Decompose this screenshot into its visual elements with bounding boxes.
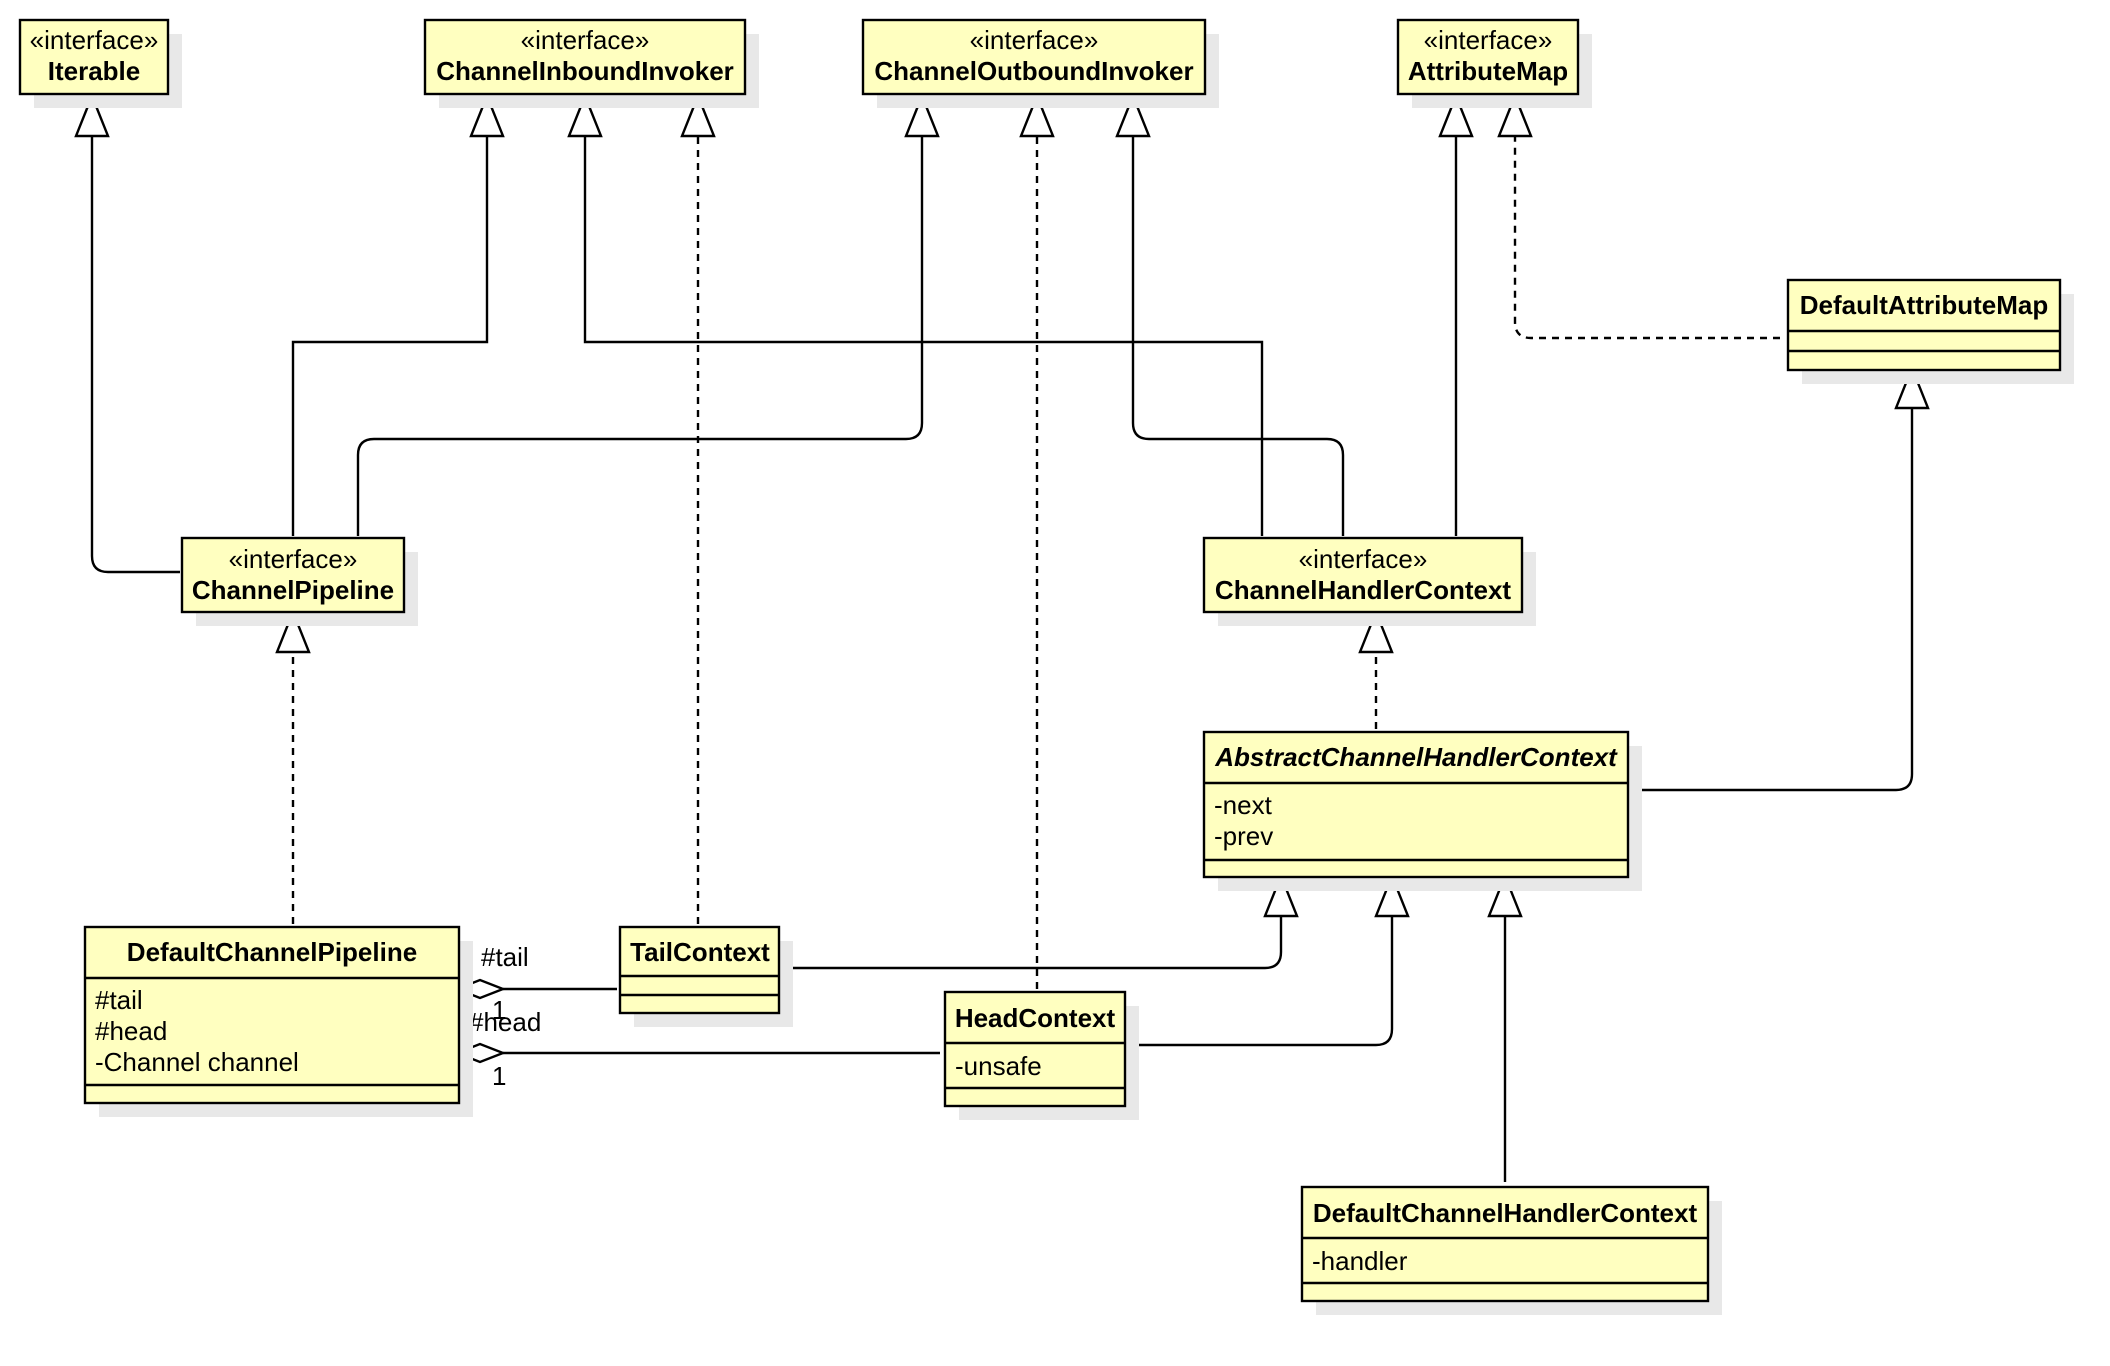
class-channel-pipeline[interactable]: «interface» ChannelPipeline	[180, 536, 418, 626]
attribute: -next	[1214, 790, 1273, 820]
edge-channelpipeline-iterable	[74, 92, 180, 574]
class-abstract-channel-handler-context[interactable]: AbstractChannelHandlerContext -next -pre…	[1202, 730, 1642, 891]
realization-arrowhead	[1358, 608, 1394, 654]
class-name: DefaultAttributeMap	[1800, 290, 2048, 320]
class-stereotype: «interface»	[30, 25, 159, 55]
class-name: AbstractChannelHandlerContext	[1214, 742, 1618, 772]
edge-handlercontext-outbound	[1115, 92, 1345, 536]
attribute: -Channel channel	[95, 1047, 299, 1077]
class-name: ChannelInboundInvoker	[436, 56, 734, 86]
role-label-head: #head	[469, 1007, 541, 1037]
generalization-arrowhead	[1438, 92, 1474, 138]
class-name: ChannelPipeline	[192, 575, 394, 605]
role-label-tail: #tail	[481, 942, 529, 972]
class-name: HeadContext	[955, 1003, 1116, 1033]
edge-handlercontext-inbound	[567, 92, 1264, 536]
edge-defaultattributemap-attributemap	[1497, 92, 1780, 340]
generalization-arrowhead	[1894, 364, 1930, 410]
edge-handlercontext-attributemap	[1438, 92, 1474, 536]
multiplicity-label-head: 1	[492, 1061, 506, 1091]
realization-arrowhead	[1497, 92, 1533, 138]
attribute: -handler	[1312, 1246, 1408, 1276]
attribute: -unsafe	[955, 1051, 1042, 1081]
edge-tailcontext-abstractcontext	[777, 872, 1299, 970]
class-head-context[interactable]: HeadContext -unsafe	[943, 990, 1139, 1120]
class-attribute-map[interactable]: «interface» AttributeMap	[1396, 18, 1592, 108]
class-name: ChannelOutboundInvoker	[874, 56, 1193, 86]
edge-channelpipeline-inbound	[291, 92, 505, 536]
realization-arrowhead	[680, 92, 716, 138]
relations-layer: #tail 1 #head 1	[74, 92, 1930, 1182]
edge-tailcontext-inbound	[680, 92, 716, 924]
realization-arrowhead	[275, 608, 311, 654]
class-stereotype: «interface»	[970, 25, 1099, 55]
classes-layer: «interface» Iterable «interface» Channel…	[18, 18, 2074, 1315]
edge-headcontext-outbound	[1019, 92, 1055, 989]
class-channel-handler-context[interactable]: «interface» ChannelHandlerContext	[1202, 536, 1536, 626]
generalization-arrowhead	[469, 92, 505, 138]
multiplicity-label-tail: 1	[492, 995, 506, 1025]
class-stereotype: «interface»	[1424, 25, 1553, 55]
class-stereotype: «interface»	[1299, 544, 1428, 574]
generalization-arrowhead	[567, 92, 603, 138]
class-name: TailContext	[630, 937, 770, 967]
attribute: -prev	[1214, 821, 1273, 851]
edge-abstractcontext-defaultattributemap	[1622, 364, 1930, 792]
attribute: #head	[95, 1016, 167, 1046]
edge-abstractcontext-handlercontext	[1358, 608, 1394, 729]
class-channel-inbound-invoker[interactable]: «interface» ChannelInboundInvoker	[423, 18, 759, 108]
generalization-arrowhead	[74, 92, 110, 138]
class-name: ChannelHandlerContext	[1215, 575, 1511, 605]
class-name: Iterable	[48, 56, 141, 86]
class-stereotype: «interface»	[229, 544, 358, 574]
class-default-channel-handler-context[interactable]: DefaultChannelHandlerContext -handler	[1300, 1185, 1722, 1315]
class-channel-outbound-invoker[interactable]: «interface» ChannelOutboundInvoker	[861, 18, 1219, 108]
attribute: #tail	[95, 985, 143, 1015]
edge-channelpipeline-outbound	[356, 92, 940, 536]
class-stereotype: «interface»	[521, 25, 650, 55]
class-tail-context[interactable]: TailContext	[618, 925, 793, 1027]
class-name: DefaultChannelHandlerContext	[1313, 1198, 1698, 1228]
edge-defaultpipeline-channelpipeline	[275, 608, 311, 924]
class-default-channel-pipeline[interactable]: DefaultChannelPipeline #tail #head -Chan…	[83, 925, 473, 1117]
generalization-arrowhead	[1115, 92, 1151, 138]
class-default-attribute-map[interactable]: DefaultAttributeMap	[1786, 278, 2074, 384]
edge-headcontext-abstractcontext	[1121, 872, 1410, 1047]
class-iterable[interactable]: «interface» Iterable	[18, 18, 182, 108]
realization-arrowhead	[1019, 92, 1055, 138]
generalization-arrowhead	[1487, 872, 1523, 918]
generalization-arrowhead	[904, 92, 940, 138]
class-name: AttributeMap	[1408, 56, 1568, 86]
edge-defaultcontext-abstractcontext	[1487, 872, 1523, 1182]
generalization-arrowhead	[1263, 872, 1299, 918]
generalization-arrowhead	[1374, 872, 1410, 918]
class-name: DefaultChannelPipeline	[127, 937, 417, 967]
